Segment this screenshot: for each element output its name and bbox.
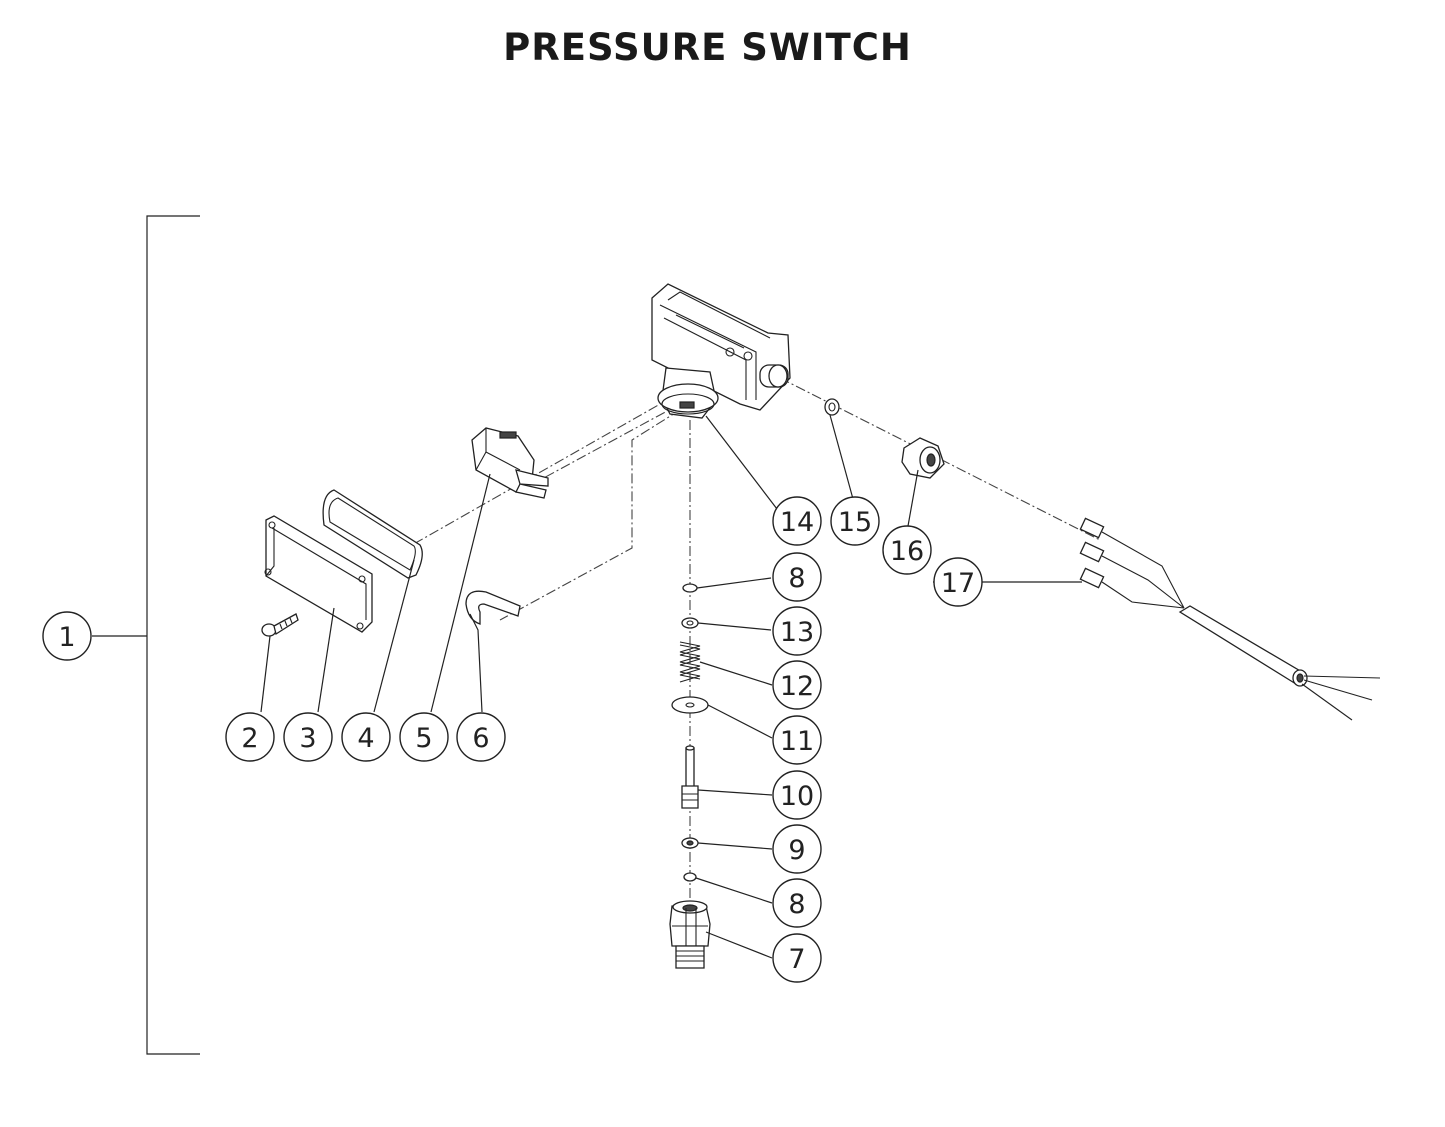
callout-10: 10	[772, 770, 822, 820]
switch-housing	[651, 283, 791, 419]
threaded-fitting	[669, 900, 711, 969]
wire-harness	[1079, 517, 1381, 721]
callout-12: 12	[772, 660, 822, 710]
callout-label: 9	[788, 835, 805, 866]
callout-8-top: 8	[772, 552, 822, 602]
callout-16: 16	[882, 525, 932, 575]
callout-14: 14	[772, 496, 822, 546]
callout-4: 4	[341, 712, 391, 762]
washer-9	[681, 837, 699, 849]
callout-3: 3	[283, 712, 333, 762]
callout-label: 15	[838, 507, 872, 538]
callout-label: 6	[472, 723, 489, 754]
page-title: PRESSURE SWITCH	[503, 26, 912, 69]
callout-9: 9	[772, 824, 822, 874]
callout-label: 4	[357, 723, 374, 754]
gasket	[322, 489, 423, 579]
callout-8-bottom: 8	[772, 878, 822, 928]
callout-label: 7	[788, 944, 805, 975]
callout-7: 7	[772, 933, 822, 983]
callout-label: 2	[241, 723, 258, 754]
hairpin-clip	[465, 590, 521, 625]
micro-switch	[471, 427, 549, 499]
callout-5: 5	[399, 712, 449, 762]
o-ring-15	[824, 398, 840, 416]
cover-plate	[264, 515, 373, 633]
washer-8-top	[682, 583, 698, 593]
callout-15: 15	[830, 496, 880, 546]
cable-gland-nut	[901, 437, 945, 479]
callout-1: 1	[42, 611, 92, 661]
disc-washer	[671, 696, 709, 714]
washer-8-bottom	[683, 872, 697, 882]
callout-label: 1	[58, 622, 75, 653]
callout-label: 13	[780, 617, 814, 648]
callout-label: 11	[780, 726, 814, 757]
callout-label: 8	[788, 563, 805, 594]
callout-label: 8	[788, 889, 805, 920]
callout-label: 3	[299, 723, 316, 754]
leader-lines	[260, 414, 1082, 959]
callout-13: 13	[772, 606, 822, 656]
callout-label: 5	[415, 723, 432, 754]
callout-2: 2	[225, 712, 275, 762]
spring	[679, 641, 701, 683]
callout-label: 14	[780, 507, 814, 538]
assembly-bracket	[92, 215, 200, 1055]
callout-label: 16	[890, 536, 924, 567]
washer-13	[681, 617, 699, 629]
callout-label: 12	[780, 671, 814, 702]
callout-label: 17	[941, 568, 975, 599]
callout-17: 17	[933, 557, 983, 607]
screw	[261, 613, 299, 637]
callout-6: 6	[456, 712, 506, 762]
piston-pin	[681, 745, 699, 809]
callout-11: 11	[772, 715, 822, 765]
callout-label: 10	[780, 781, 814, 812]
